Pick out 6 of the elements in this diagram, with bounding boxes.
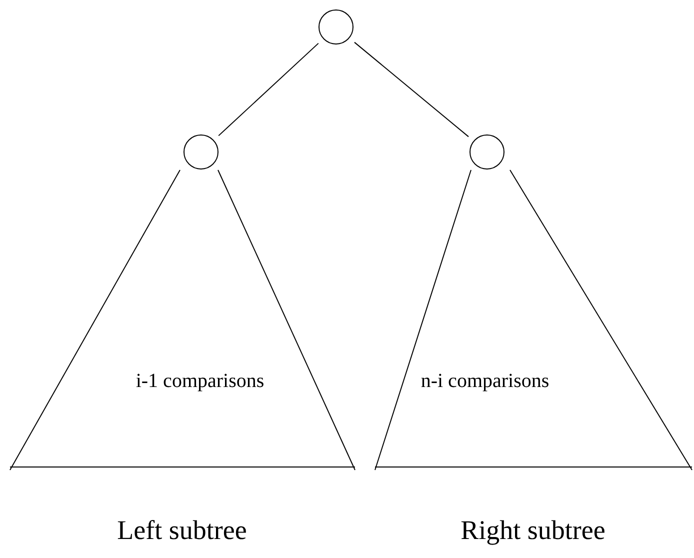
tree-edge — [218, 42, 319, 136]
subtree-label: i-1 comparisons — [136, 370, 264, 393]
tree-edge — [354, 42, 470, 138]
subtree-caption: Left subtree — [117, 515, 247, 546]
subtree-caption: Right subtree — [460, 515, 606, 546]
subtree-label: n-i comparisons — [420, 370, 550, 393]
